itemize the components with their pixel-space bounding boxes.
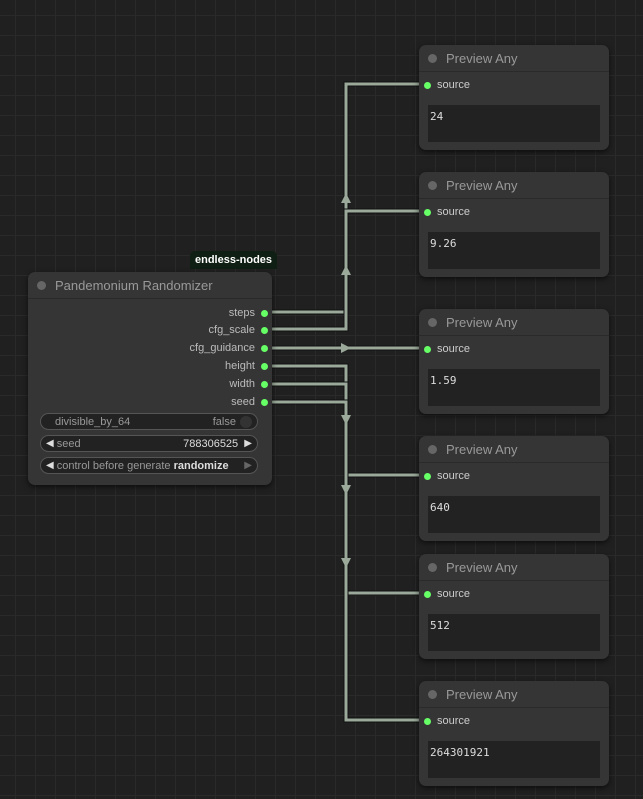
collapse-dot-icon[interactable] xyxy=(428,317,437,327)
collapse-dot-icon[interactable] xyxy=(428,180,437,190)
node-title: Preview Any xyxy=(446,686,518,702)
next-arrow-icon[interactable]: ▶ xyxy=(244,460,252,471)
preview-any-node[interactable]: Preview Any source 9.26 xyxy=(419,172,609,277)
link-arrow-icon xyxy=(341,485,351,495)
node-title: Pandemonium Randomizer xyxy=(55,277,213,293)
control-combo[interactable]: ◀ control before generate randomize▶ xyxy=(40,457,258,474)
link-arrow-icon xyxy=(341,265,351,275)
preview-any-node[interactable]: Preview Any source 264301921 xyxy=(419,681,609,786)
link-arrow-icon xyxy=(341,558,351,568)
node-title: Preview Any xyxy=(446,50,518,66)
preview-textbox[interactable]: 24 xyxy=(428,105,600,142)
prev-arrow-icon[interactable]: ◀ xyxy=(46,460,54,471)
collapse-dot-icon[interactable] xyxy=(37,280,46,290)
collapse-dot-icon[interactable] xyxy=(428,444,437,454)
collapse-dot-icon[interactable] xyxy=(428,689,437,699)
input-source[interactable]: source xyxy=(424,715,470,727)
increment-arrow-icon[interactable]: ▶ xyxy=(244,438,252,449)
preview-textbox[interactable]: 1.59 xyxy=(428,369,600,406)
output-seed[interactable]: seed xyxy=(231,396,268,408)
node-title: Preview Any xyxy=(446,314,518,330)
input-source[interactable]: source xyxy=(424,343,470,355)
output-height[interactable]: height xyxy=(225,360,268,372)
preview-any-node[interactable]: Preview Any source 640 xyxy=(419,436,609,541)
preview-textbox[interactable]: 9.26 xyxy=(428,232,600,269)
preview-any-node[interactable]: Preview Any source 512 xyxy=(419,554,609,659)
output-steps[interactable]: steps xyxy=(229,307,268,319)
link-arrow-icon xyxy=(341,415,351,425)
output-cfg-guidance[interactable]: cfg_guidance xyxy=(190,342,268,354)
link-arrow-icon xyxy=(341,193,351,203)
output-width[interactable]: width xyxy=(229,378,268,390)
pandemonium-randomizer-node[interactable]: Pandemonium Randomizer steps cfg_scale c… xyxy=(28,272,272,485)
input-source[interactable]: source xyxy=(424,588,470,600)
node-title: Preview Any xyxy=(446,441,518,457)
link-arrow-icon xyxy=(341,343,351,353)
output-cfg-scale[interactable]: cfg_scale xyxy=(209,324,268,336)
input-source[interactable]: source xyxy=(424,206,470,218)
input-source[interactable]: source xyxy=(424,79,470,91)
preview-any-node[interactable]: Preview Any source 24 xyxy=(419,45,609,150)
decrement-arrow-icon[interactable]: ◀ xyxy=(46,438,54,449)
toggle-knob-icon xyxy=(240,415,252,428)
preview-any-node[interactable]: Preview Any source 1.59 xyxy=(419,309,609,414)
preview-textbox[interactable]: 264301921 xyxy=(428,741,600,778)
node-title: Preview Any xyxy=(446,177,518,193)
input-source[interactable]: source xyxy=(424,470,470,482)
node-source-badge: endless-nodes xyxy=(190,251,278,269)
node-title: Preview Any xyxy=(446,559,518,575)
collapse-dot-icon[interactable] xyxy=(428,562,437,572)
preview-textbox[interactable]: 512 xyxy=(428,614,600,651)
collapse-dot-icon[interactable] xyxy=(428,53,437,63)
preview-textbox[interactable]: 640 xyxy=(428,496,600,533)
